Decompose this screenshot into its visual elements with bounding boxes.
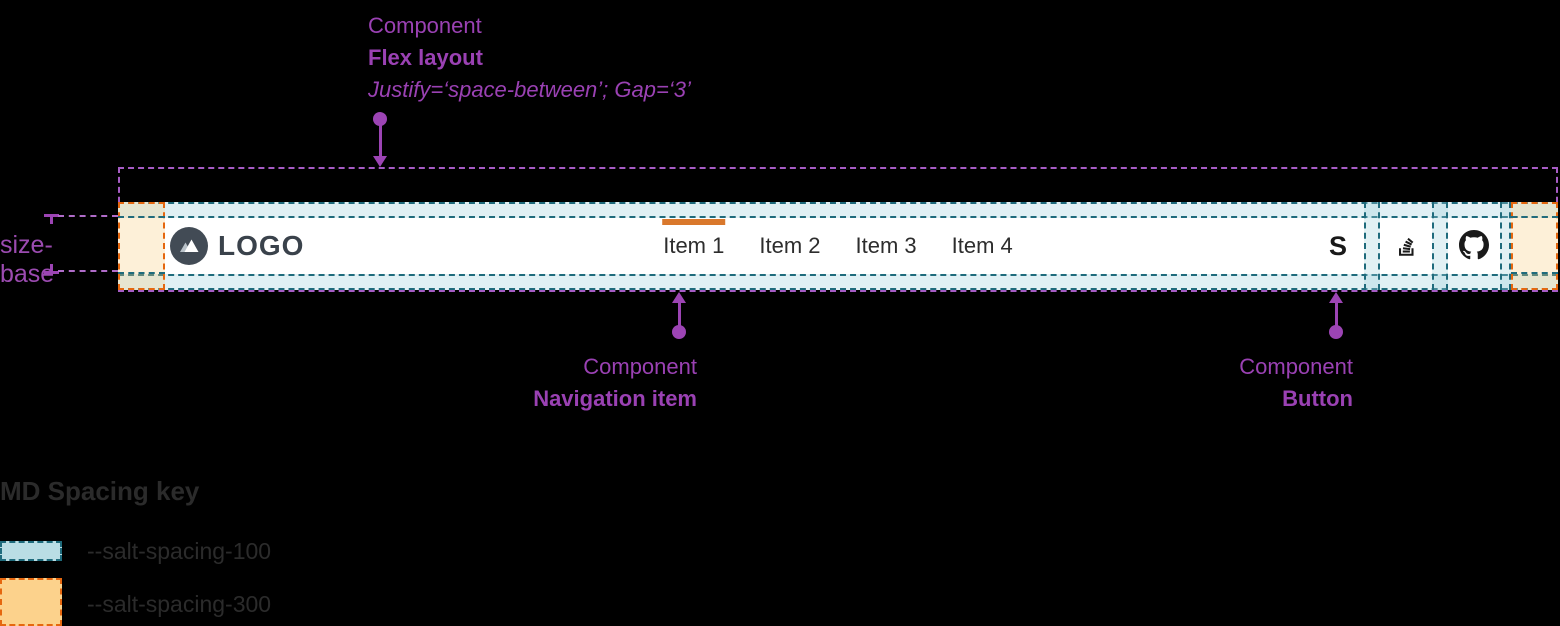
spacing-guide (118, 272, 165, 274)
stackoverflow-button[interactable] (1380, 218, 1432, 274)
annotation-connector (678, 300, 681, 328)
active-item-indicator (662, 219, 726, 225)
flex-layout-annotation: Component Flex layout Justify=‘space-bet… (368, 10, 691, 106)
annotation-line: Component (583, 354, 697, 379)
legend-label: --salt-spacing-300 (87, 591, 272, 617)
salt-s-icon: S (1328, 230, 1347, 261)
salt-button[interactable]: S (1312, 218, 1364, 274)
github-button[interactable] (1448, 218, 1500, 274)
spacing-300-pad (118, 202, 165, 290)
spacing-100-swatch (0, 541, 62, 561)
annotation-dot (373, 112, 387, 126)
nav-item-label: Item 2 (759, 233, 821, 258)
size-base-label: size-base (0, 231, 55, 288)
spacing-300-swatch (0, 578, 62, 626)
logo[interactable]: LOGO (170, 218, 304, 274)
arrowhead-down-icon (373, 156, 387, 167)
nav-item-4[interactable]: Item 4 (952, 233, 1013, 259)
annotation-line: Button (1282, 386, 1353, 411)
annotation-dot (672, 325, 686, 339)
nav-item-label: Item 1 (663, 233, 725, 258)
spacing-100-gap (1364, 202, 1380, 290)
nav-item-annotation: Component Navigation item (457, 351, 697, 415)
size-base-bracket (50, 214, 53, 224)
spacing-100-strip (118, 202, 1558, 218)
annotation-line: Justify=‘space-between’; Gap=‘3’ (368, 77, 691, 102)
size-base-bracket (44, 271, 59, 274)
spacing-300-pad (1511, 202, 1558, 290)
size-base-bracket (50, 264, 53, 274)
nav-item-label: Item 4 (951, 233, 1013, 258)
spacing-100-strip (118, 274, 1558, 290)
app-header: LOGO Item 1 Item 2 Item 3 Item 4 S (118, 202, 1558, 290)
spacing-guide (1511, 216, 1558, 218)
spacing-guide (1511, 272, 1558, 274)
mountain-logo-icon (170, 227, 208, 265)
github-icon (1459, 229, 1489, 263)
logo-text: LOGO (218, 230, 305, 261)
annotation-dot (1329, 325, 1343, 339)
arrowhead-up-icon (1329, 292, 1343, 303)
spacing-100-gap (1432, 202, 1448, 290)
nav-item-3[interactable]: Item 3 (856, 233, 917, 259)
annotation-connector (379, 125, 382, 158)
nav-item-label: Item 3 (855, 233, 917, 258)
navigation: Item 1 Item 2 Item 3 Item 4 (662, 218, 1013, 274)
size-base-guide (58, 215, 118, 217)
legend-title: MD Spacing key (0, 476, 200, 506)
stackoverflow-icon (1393, 232, 1419, 261)
nav-item-1[interactable]: Item 1 (662, 219, 726, 259)
nav-item-2[interactable]: Item 2 (759, 233, 820, 259)
annotation-line: Navigation item (533, 386, 697, 411)
spacing-guide (118, 216, 165, 218)
annotation-line: Flex layout (368, 45, 483, 70)
legend-label: --salt-spacing-100 (87, 538, 272, 564)
annotation-line: Component (368, 13, 482, 38)
spacing-100-gap (1500, 202, 1511, 290)
annotation-line: Component (1239, 354, 1353, 379)
arrowhead-up-icon (672, 292, 686, 303)
size-base-guide (58, 270, 118, 272)
annotation-connector (1335, 300, 1338, 328)
button-annotation: Component Button (1113, 351, 1353, 415)
